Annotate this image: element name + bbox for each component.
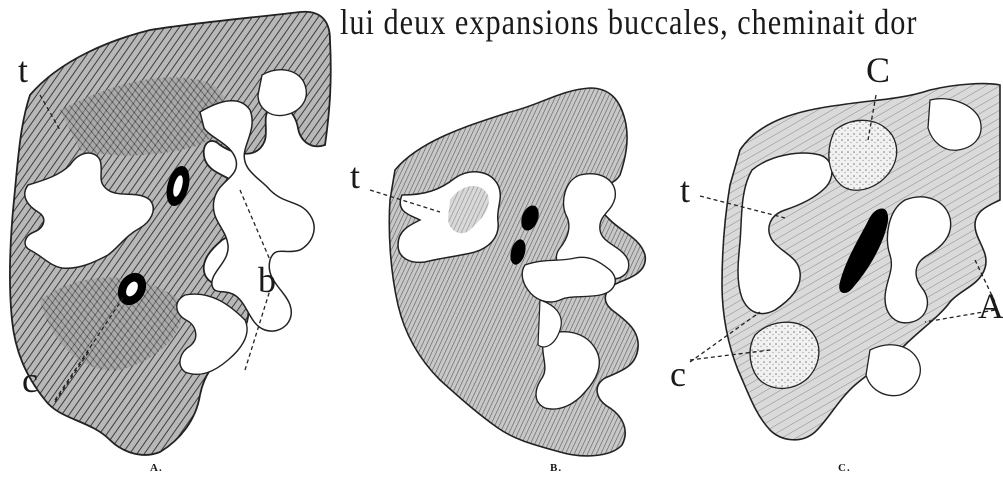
figure-a-label-c: c <box>22 362 38 398</box>
figure-a-caption: A. <box>150 462 163 474</box>
figure-c-label-c-top: C <box>866 52 890 88</box>
figure-c-label-a: A <box>978 288 1003 324</box>
figure-c-caption: C. <box>838 462 851 474</box>
figure-c <box>690 84 1000 440</box>
figure-b-label-t: t <box>350 158 360 194</box>
figure-b-caption: B. <box>550 462 562 474</box>
figure-a-label-t: t <box>18 52 28 88</box>
figure-a-label-b: b <box>258 262 276 298</box>
figure-b <box>370 88 645 456</box>
figure-c-label-t: t <box>680 172 690 208</box>
figure-c-label-c: c <box>670 356 686 392</box>
figure-a <box>10 12 331 455</box>
